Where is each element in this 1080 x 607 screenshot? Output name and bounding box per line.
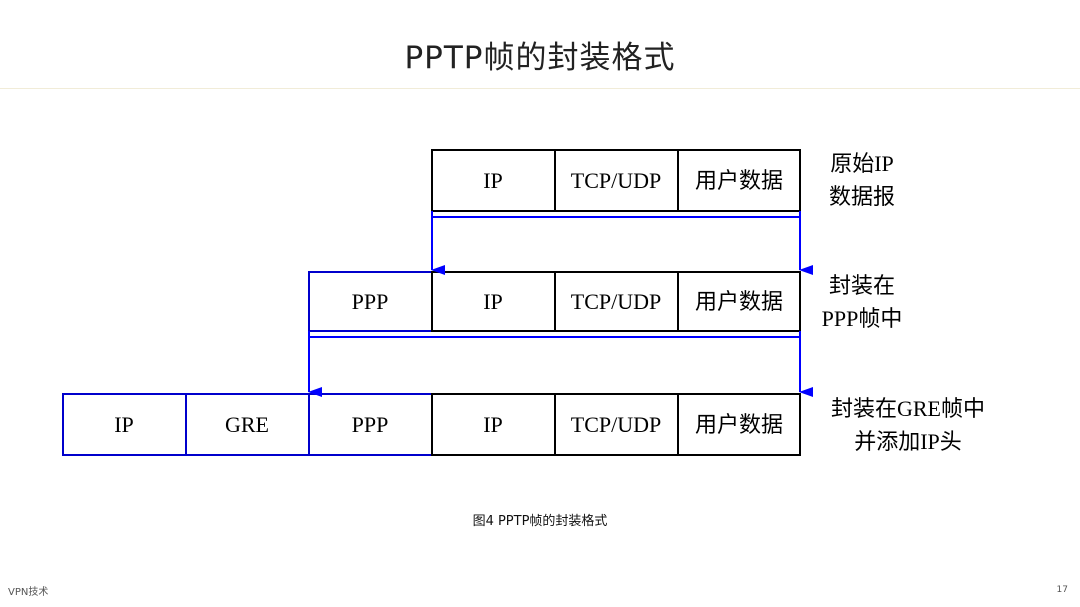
cell-ppp-label: PPP: [352, 412, 389, 437]
cell-user-data-label: 用户数据: [695, 412, 783, 437]
slide-title: PPTP帧的封装格式: [404, 40, 676, 76]
bracket-arrow-row1-to-row2: [308, 331, 801, 338]
row-label-line-2: PPP帧中: [822, 306, 903, 331]
cell-tcp-udp-label: TCP/UDP: [571, 289, 661, 314]
cell-gre-label: GRE: [225, 412, 269, 437]
row-label-line-2: 数据报: [829, 184, 895, 209]
title-divider: [0, 88, 1080, 89]
row-ppp-frame: PPP IP TCP/UDP 用户数据 封装在 PPP帧中: [308, 271, 903, 332]
cell-ip-label: IP: [483, 289, 503, 314]
cell-user-data: [677, 149, 801, 212]
cell-user-data: [677, 271, 801, 332]
footer-course-title: VPN技术: [8, 587, 49, 598]
cell-user-data-label: 用户数据: [695, 168, 783, 193]
cell-ip-label: IP: [483, 168, 503, 193]
cell-user-data-label: 用户数据: [695, 289, 783, 314]
bracket-arrow-row0-to-row1: [431, 211, 801, 218]
cell-user-data: [677, 393, 801, 456]
row-original-ip-datagram: IP TCP/UDP 用户数据 原始IP 数据报: [431, 149, 895, 212]
page-number: 17: [1056, 585, 1068, 595]
cell-tcp-udp-label: TCP/UDP: [571, 168, 661, 193]
row-label-line-1: 封装在GRE帧中: [831, 396, 985, 421]
row-label-line-1: 原始IP: [830, 151, 894, 176]
row-label-line-2: 并添加IP头: [854, 429, 962, 454]
cell-ppp-label: PPP: [352, 289, 389, 314]
cell-ip-header-label: IP: [114, 412, 134, 437]
figure-caption: 图4 PPTP帧的封装格式: [472, 514, 608, 529]
cell-ip-label: IP: [483, 412, 503, 437]
row-label-line-1: 封装在: [829, 273, 895, 298]
row-gre-frame: IP GRE PPP IP TCP/UDP 用户数据 封装在GRE帧中 并添加I…: [62, 393, 985, 456]
encapsulation-arrows: [308, 211, 813, 397]
cell-tcp-udp-label: TCP/UDP: [571, 412, 661, 437]
